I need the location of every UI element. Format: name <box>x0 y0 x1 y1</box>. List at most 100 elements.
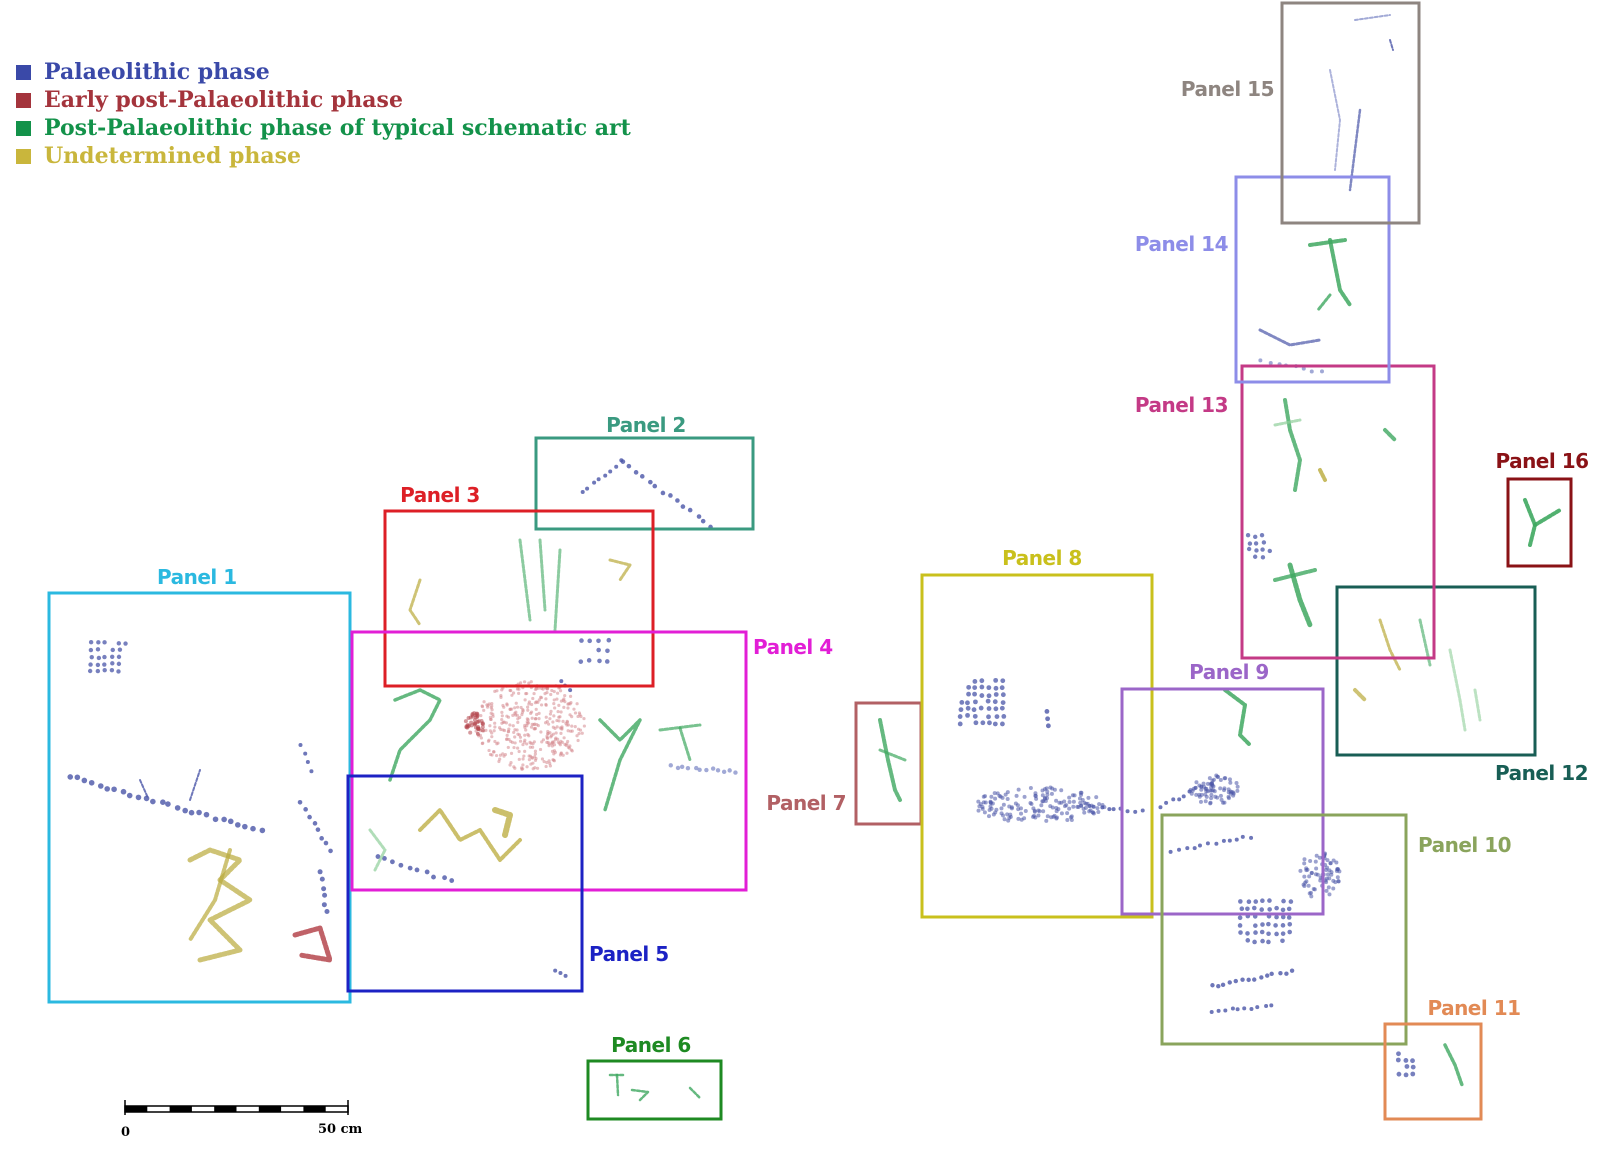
pigment-dot <box>1289 968 1295 973</box>
pigment-dot <box>1019 811 1024 816</box>
pigment-dot <box>531 696 535 701</box>
pigment-dot <box>1045 792 1050 797</box>
pigment-dot <box>985 698 991 704</box>
pigment-dot <box>1222 776 1227 781</box>
pigment-dot <box>1218 793 1223 798</box>
pigment-dot <box>993 685 999 691</box>
pigment-dot <box>556 709 560 714</box>
pigment-dot <box>548 712 553 716</box>
panel-label-6: Panel 6 <box>611 1033 691 1057</box>
pigment-dot <box>1045 814 1050 819</box>
panel-box-11 <box>1383 1022 1483 1121</box>
pigment-dot <box>1041 809 1046 814</box>
pigment-dot <box>1036 808 1041 813</box>
pigment-dot <box>532 740 536 744</box>
legend-swatch <box>16 148 31 164</box>
pigment-dot <box>959 699 965 705</box>
pigment-dot <box>604 659 610 664</box>
pigment-dot <box>545 740 549 744</box>
pigment-dot <box>558 689 563 693</box>
pigment-dot <box>980 806 985 811</box>
pigment-dot <box>1235 784 1240 789</box>
pigment-dot <box>505 737 509 741</box>
pigment-dot <box>652 483 658 489</box>
pigment-stroke <box>1378 618 1402 672</box>
pigment-dot <box>109 667 115 673</box>
pigment-dot <box>1267 898 1272 903</box>
pigment-dot <box>533 726 538 731</box>
pigment-dot <box>994 714 1000 720</box>
pigment-dot <box>958 707 964 713</box>
pigment-dot <box>1331 858 1336 863</box>
pigment-stroke <box>1443 1043 1464 1087</box>
pigment-dot <box>1193 785 1198 790</box>
pigment-dot <box>1331 878 1336 883</box>
pigment-dot <box>203 811 210 818</box>
pigment-dot <box>1209 1010 1214 1015</box>
pigment-dot <box>1222 788 1227 793</box>
pigment-dot <box>971 707 977 713</box>
pigment-dot <box>1227 838 1232 843</box>
legend-swatch <box>16 120 31 136</box>
pigment-dot <box>1301 366 1306 371</box>
pigment-dot <box>442 875 447 881</box>
pigment-dot <box>1054 806 1059 811</box>
pigment-dot <box>515 728 519 732</box>
pigment-dot <box>1081 806 1086 811</box>
pigment-dot <box>966 691 971 697</box>
pigment-dot <box>563 973 568 978</box>
pigment-dot <box>552 752 556 756</box>
pigment-dot <box>480 725 485 730</box>
pigment-dot <box>1208 801 1213 806</box>
pigment-dot <box>513 741 517 745</box>
pigment-dot <box>1211 777 1216 782</box>
panel-label-2: Panel 2 <box>606 413 686 437</box>
pigment-dot <box>468 730 473 735</box>
pigment-dot <box>1324 867 1329 872</box>
pigment-stroke <box>1328 238 1352 307</box>
pigment-dot <box>529 762 533 766</box>
pigment-dot <box>1086 795 1091 800</box>
pigment-dot <box>1255 1005 1260 1010</box>
pigment-dot <box>1016 787 1021 792</box>
pigment-dot <box>972 679 978 684</box>
pigment-dot <box>1309 894 1314 899</box>
pigment-dot <box>487 748 491 753</box>
pigment-dot <box>324 908 330 914</box>
pigment-stroke <box>1523 498 1537 547</box>
pigment-dot <box>1045 789 1050 794</box>
pigment-dot <box>973 699 978 705</box>
pigment-dot <box>680 504 686 509</box>
pigment-dot <box>472 721 477 726</box>
pigment-dot <box>548 761 552 765</box>
pigment-stroke <box>1448 648 1467 732</box>
pigment-dot <box>596 638 601 644</box>
pigment-dot <box>576 738 580 743</box>
pigment-dot <box>500 717 504 722</box>
pigment-dot <box>525 742 529 746</box>
pigment-dot <box>493 739 497 744</box>
pigment-dot <box>1065 817 1070 822</box>
pigment-dot <box>522 754 526 758</box>
panel-label-13: Panel 13 <box>1135 393 1228 417</box>
pigment-dot <box>1404 1064 1410 1069</box>
pigment-dot <box>517 687 521 691</box>
pigment-dot <box>1235 1007 1240 1012</box>
pigment-dot <box>541 687 545 691</box>
pigment-dot <box>516 746 520 750</box>
pigment-dot <box>596 647 601 653</box>
panel-label-7: Panel 7 <box>766 791 846 815</box>
panel-label-3: Panel 3 <box>400 483 480 507</box>
pigment-dot <box>1395 1057 1401 1063</box>
pigment-dot <box>96 640 101 645</box>
pigment-dot <box>1205 841 1210 846</box>
pigment-dot <box>475 731 480 736</box>
pigment-dot <box>424 869 430 875</box>
pigment-dot <box>551 720 555 724</box>
pigment-stroke <box>1533 508 1562 527</box>
pigment-dot <box>74 774 81 781</box>
pigment-dot <box>1111 807 1116 812</box>
pigment-dot <box>481 722 486 727</box>
pigment-dot <box>1403 1072 1409 1078</box>
